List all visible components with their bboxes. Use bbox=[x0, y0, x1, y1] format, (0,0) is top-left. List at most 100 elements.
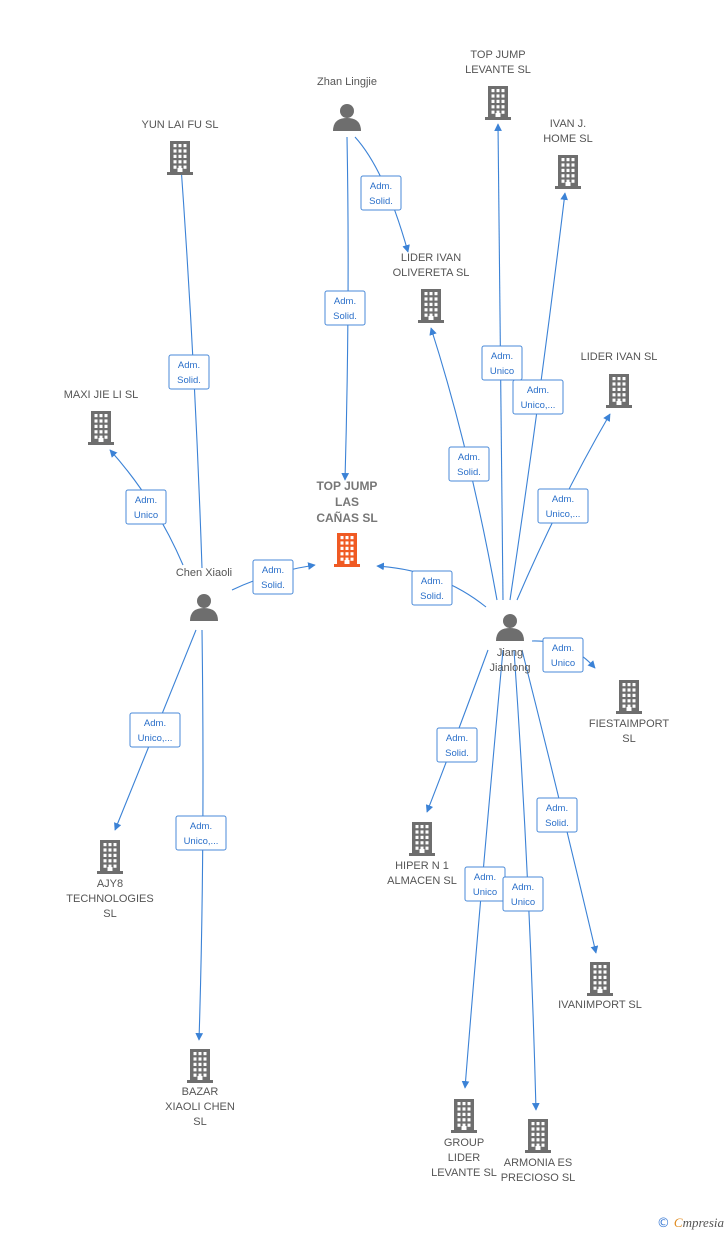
company-name: XIAOLI CHEN bbox=[165, 1101, 235, 1113]
building-icon bbox=[418, 289, 444, 323]
building-icon bbox=[409, 822, 435, 856]
company-name: LIDER IVAN SL bbox=[581, 351, 658, 363]
edge-label-box bbox=[448, 446, 490, 482]
edge-label[interactable]: Adm. Solid. bbox=[411, 570, 453, 606]
edge-label-text: Solid. bbox=[261, 580, 285, 591]
company-name: OLIVERETA SL bbox=[393, 267, 470, 279]
brand-initial: C bbox=[673, 1215, 683, 1230]
edge-label-text: Solid. bbox=[545, 818, 569, 829]
edge-label-box bbox=[360, 175, 402, 211]
company-name: IVAN J. bbox=[550, 118, 586, 130]
node-yun_lai_fu[interactable]: YUN LAI FU SL bbox=[141, 119, 219, 175]
edge-label[interactable]: Adm.Unico bbox=[125, 489, 167, 525]
company-name: TECHNOLOGIES bbox=[66, 893, 153, 905]
empresia-logo[interactable]: ©Cmpresia bbox=[657, 1215, 724, 1231]
company-name: HIPER N 1 bbox=[395, 860, 449, 872]
edge-label-text: Adm. bbox=[546, 803, 568, 814]
edge-label[interactable]: Adm. Solid. bbox=[360, 175, 402, 211]
edge-label[interactable]: Adm.Unico bbox=[502, 876, 544, 912]
edge-label-text: Unico bbox=[490, 366, 514, 377]
edge-label-text: Adm. bbox=[190, 821, 212, 832]
person-name: Chen Xiaoli bbox=[176, 567, 232, 579]
edge-label-text: Adm. bbox=[491, 351, 513, 362]
edge-label-text: Solid. bbox=[177, 375, 201, 386]
edge-label-text: Solid. bbox=[369, 196, 393, 207]
edge-label-text: Solid. bbox=[445, 748, 469, 759]
edge-label-text: Adm. bbox=[370, 181, 392, 192]
edge-label-text: Unico bbox=[473, 887, 497, 898]
person-icon bbox=[190, 594, 218, 621]
edge-label-text: Adm. bbox=[474, 872, 496, 883]
edge-label-text: Unico bbox=[134, 510, 158, 521]
building-icon bbox=[606, 374, 632, 408]
edge-label[interactable]: Adm.Unico,... bbox=[537, 488, 589, 524]
edge-label-text: Solid. bbox=[420, 591, 444, 602]
edge-label-box bbox=[324, 290, 366, 326]
edge-label-text: Unico bbox=[511, 897, 535, 908]
edge-label-text: Adm. bbox=[527, 385, 549, 396]
edge-label[interactable]: Adm. Solid. bbox=[536, 797, 578, 833]
edge-label[interactable]: Adm. Solid. bbox=[168, 354, 210, 390]
edge-label-box bbox=[542, 637, 584, 673]
edge-label-text: Adm. bbox=[144, 718, 166, 729]
edge-label-box bbox=[129, 712, 181, 748]
edge-label[interactable]: Adm. Solid. bbox=[436, 727, 478, 763]
edge-label[interactable]: Adm. Solid. bbox=[324, 290, 366, 326]
building-icon bbox=[525, 1119, 551, 1153]
edge-label-text: Adm. bbox=[334, 296, 356, 307]
company-name: ARMONIA ES bbox=[504, 1157, 572, 1169]
edge-label[interactable]: Adm. Unico bbox=[481, 345, 523, 381]
company-name: BAZAR bbox=[182, 1086, 219, 1098]
company-name: YUN LAI FU SL bbox=[141, 119, 218, 131]
node-chen_xiaoli[interactable]: Chen Xiaoli bbox=[176, 567, 232, 621]
edge-label[interactable]: Adm.Unico,... bbox=[175, 815, 227, 851]
person-name: Jianlong bbox=[490, 662, 531, 674]
edge-label[interactable]: Adm.Unico,... bbox=[512, 379, 564, 415]
company-name: CAÑAS SL bbox=[316, 510, 377, 525]
edge-label-text: Adm. bbox=[421, 576, 443, 587]
edge-label-box bbox=[536, 797, 578, 833]
node-lider_ivan_olivereta[interactable]: LIDER IVAN OLIVERETA SL bbox=[393, 252, 470, 323]
brand-name: mpresia bbox=[682, 1215, 724, 1230]
company-name: LIDER IVAN bbox=[401, 252, 461, 264]
edge-label-text: Unico,... bbox=[546, 509, 581, 520]
building-icon bbox=[187, 1049, 213, 1083]
edge-label-box bbox=[436, 727, 478, 763]
edge-label[interactable]: Adm.Unico bbox=[542, 637, 584, 673]
company-name: HOME SL bbox=[543, 133, 593, 145]
node-ivan_j_home[interactable]: IVAN J. HOME SL bbox=[543, 118, 593, 189]
edge-label-text: Adm. bbox=[262, 565, 284, 576]
node-lider_ivan[interactable]: LIDER IVAN SL bbox=[581, 351, 658, 408]
node-maxi_jie_li[interactable]: MAXI JIE LI SL bbox=[64, 389, 139, 445]
company-name: MAXI JIE LI SL bbox=[64, 389, 139, 401]
edge-labels-layer: Adm. Solid. Adm. Solid. Adm. Solid. Adm. Solid.… bbox=[125, 175, 589, 912]
edge-label[interactable]: Adm.Solid. bbox=[448, 446, 490, 482]
node-hiper_n1[interactable]: HIPER N 1 ALMACEN SL bbox=[387, 822, 457, 887]
edge-label-text: Adm. bbox=[178, 360, 200, 371]
node-ivanimport[interactable]: IVANIMPORT SL bbox=[558, 962, 642, 1011]
copyright-symbol: © bbox=[656, 1216, 670, 1231]
edge-label-box bbox=[168, 354, 210, 390]
edge-label-box bbox=[252, 559, 294, 595]
building-icon bbox=[97, 840, 123, 874]
node-zhan_lingjie[interactable]: Zhan Lingjie bbox=[317, 76, 377, 131]
edge-label[interactable]: Adm.Unico,... bbox=[129, 712, 181, 748]
edge-label[interactable]: Adm. Unico bbox=[464, 866, 506, 902]
edge-label-text: Adm. bbox=[446, 733, 468, 744]
company-name: ALMACEN SL bbox=[387, 875, 457, 887]
company-name: SL bbox=[622, 733, 635, 745]
edge-label[interactable]: Adm. Solid. bbox=[252, 559, 294, 595]
company-name: LIDER bbox=[448, 1152, 480, 1164]
building-icon bbox=[555, 155, 581, 189]
edge-label-text: Solid. bbox=[333, 311, 357, 322]
